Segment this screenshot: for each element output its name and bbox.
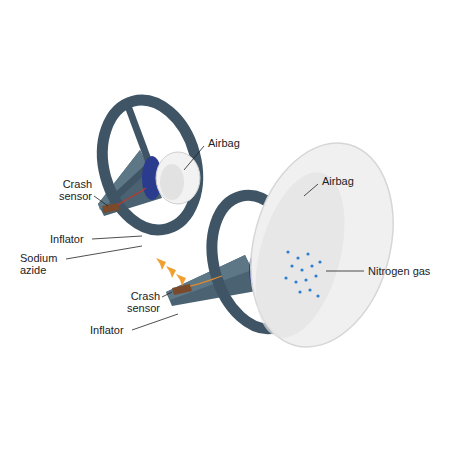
steering-wheel-deployed [156, 127, 415, 363]
nitrogen-dots [284, 250, 321, 297]
part-label: Nitrogen gas [368, 265, 430, 277]
impact-chevrons [156, 258, 186, 286]
part-label: Inflator [50, 233, 84, 245]
leader-lines [66, 146, 364, 330]
part-label: Airbag [208, 137, 240, 149]
part-label: Sodium azide [20, 252, 66, 276]
steering-wheel-inactive [88, 89, 211, 240]
part-label: Crash sensor [114, 290, 160, 314]
part-label: Crash sensor [46, 178, 92, 202]
part-label: Airbag [322, 175, 354, 187]
part-label: Inflator [90, 324, 124, 336]
